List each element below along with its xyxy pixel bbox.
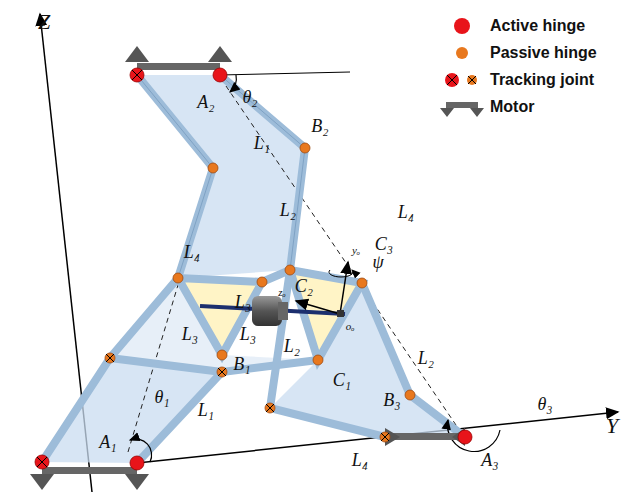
- part-label: zₒ: [278, 287, 285, 298]
- part-label: L₂: [280, 201, 296, 219]
- part-label: L₃: [240, 325, 256, 343]
- motor-symbol: [440, 96, 484, 118]
- legend-row: Active hinge: [440, 12, 597, 39]
- part-label: L₁: [254, 134, 270, 152]
- part-label: B₃: [383, 391, 400, 409]
- part-label: L₄: [184, 243, 200, 261]
- legend-row: Tracking joint: [440, 66, 597, 93]
- legend-row: Passive hinge: [440, 39, 597, 66]
- part-label: L₄: [398, 203, 414, 221]
- legend-swatch: [440, 15, 484, 37]
- part-label: oₒ: [346, 321, 355, 332]
- part-label: C₃: [375, 235, 393, 253]
- part-label: B₁: [233, 355, 250, 373]
- part-label: θ₁: [154, 388, 169, 406]
- tracking-joint-symbol: [440, 69, 484, 91]
- part-label: θ₂: [242, 88, 257, 106]
- part-label: ψ: [372, 253, 383, 271]
- part-label: A₁: [99, 433, 116, 451]
- legend-text: Active hinge: [490, 17, 585, 35]
- legend-text: Motor: [490, 98, 534, 116]
- part-label: θ₃: [537, 395, 552, 413]
- part-label: A₂: [197, 93, 214, 111]
- legend-swatch: [440, 42, 484, 64]
- part-label: L₂: [418, 349, 434, 367]
- legend-row: Motor: [440, 93, 597, 120]
- part-label: Y: [606, 415, 618, 437]
- part-label: Z: [38, 11, 50, 33]
- part-label: L₂: [284, 337, 300, 355]
- part-label: A₃: [481, 451, 498, 469]
- part-label: L₁: [198, 401, 214, 419]
- part-label: yₒ: [352, 245, 360, 256]
- part-label: L₃: [235, 293, 251, 311]
- part-label: C₁: [333, 371, 351, 389]
- legend: Active hingePassive hingeTracking jointM…: [440, 12, 597, 120]
- legend-text: Passive hinge: [490, 44, 597, 62]
- part-label: L₄: [352, 451, 368, 469]
- part-label: B₂: [311, 117, 328, 135]
- part-label: C₂: [295, 277, 313, 295]
- legend-text: Tracking joint: [490, 71, 594, 89]
- part-label: L₃: [182, 325, 198, 343]
